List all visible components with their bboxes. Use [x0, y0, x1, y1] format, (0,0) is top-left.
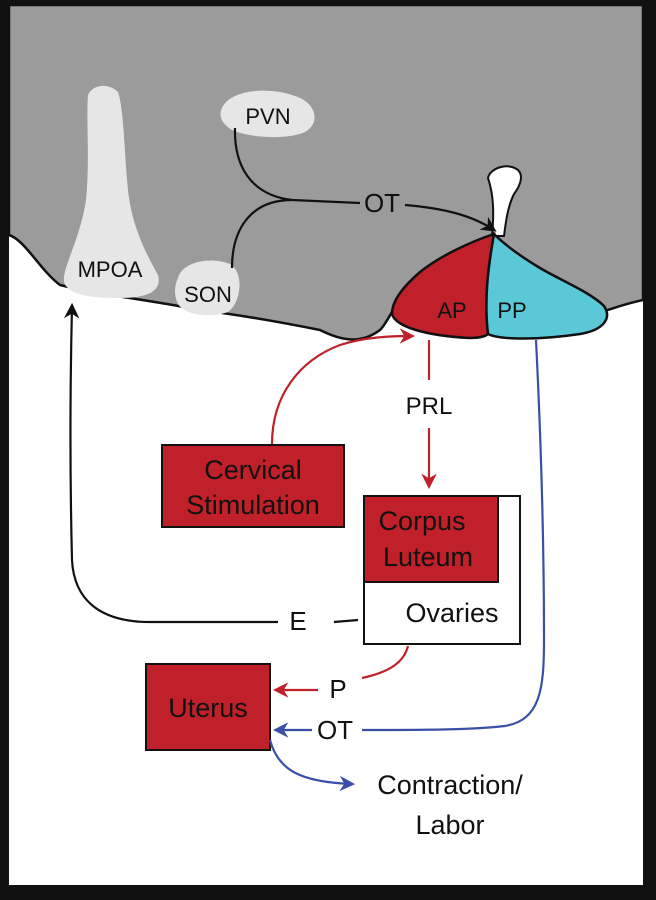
corpus-label-1: Corpus: [378, 506, 465, 536]
corpus-label-2: Luteum: [383, 542, 473, 572]
cervical-to-ap-arrow: [270, 328, 416, 445]
cervical-label-1: Cervical: [204, 455, 302, 485]
ot-tract-arrow: [404, 203, 497, 232]
pp-ot-line: [361, 339, 546, 732]
cervical-label-2: Stimulation: [186, 490, 320, 520]
ovaries-label: Ovaries: [405, 598, 498, 628]
mpoa-nucleus: [63, 85, 159, 298]
pp-label: PP: [497, 298, 526, 323]
ot-bottom-label: OT: [317, 715, 353, 745]
corpus-luteum-box: [363, 495, 499, 583]
son-label: SON: [184, 282, 232, 307]
pvn-label: PVN: [245, 104, 290, 129]
pvn-axon: [233, 127, 293, 202]
son-axon: [230, 198, 293, 269]
ot-tract-line: [291, 198, 361, 205]
pvn-nucleus: [220, 90, 315, 138]
cervical-stimulation-box: [161, 444, 345, 528]
contraction-label-2: Labor: [415, 810, 484, 840]
e-line-right: [333, 618, 359, 624]
e-label: E: [289, 606, 306, 636]
contraction-label-1: Contraction/: [377, 770, 523, 800]
posterior-pituitary: [485, 231, 609, 340]
son-nucleus: [175, 260, 240, 316]
ot-top-label: OT: [364, 188, 400, 218]
p-label: P: [329, 674, 346, 704]
uterus-to-contraction-arrow: [268, 739, 356, 792]
ovaries-p-line: [361, 645, 410, 680]
ap-label: AP: [437, 298, 466, 323]
uterus-box: [145, 663, 271, 751]
mpoa-label: MPOA: [78, 257, 143, 282]
uterus-label: Uterus: [168, 693, 248, 723]
e-to-mpoa-arrow: [64, 302, 278, 624]
prl-label: PRL: [406, 393, 453, 420]
